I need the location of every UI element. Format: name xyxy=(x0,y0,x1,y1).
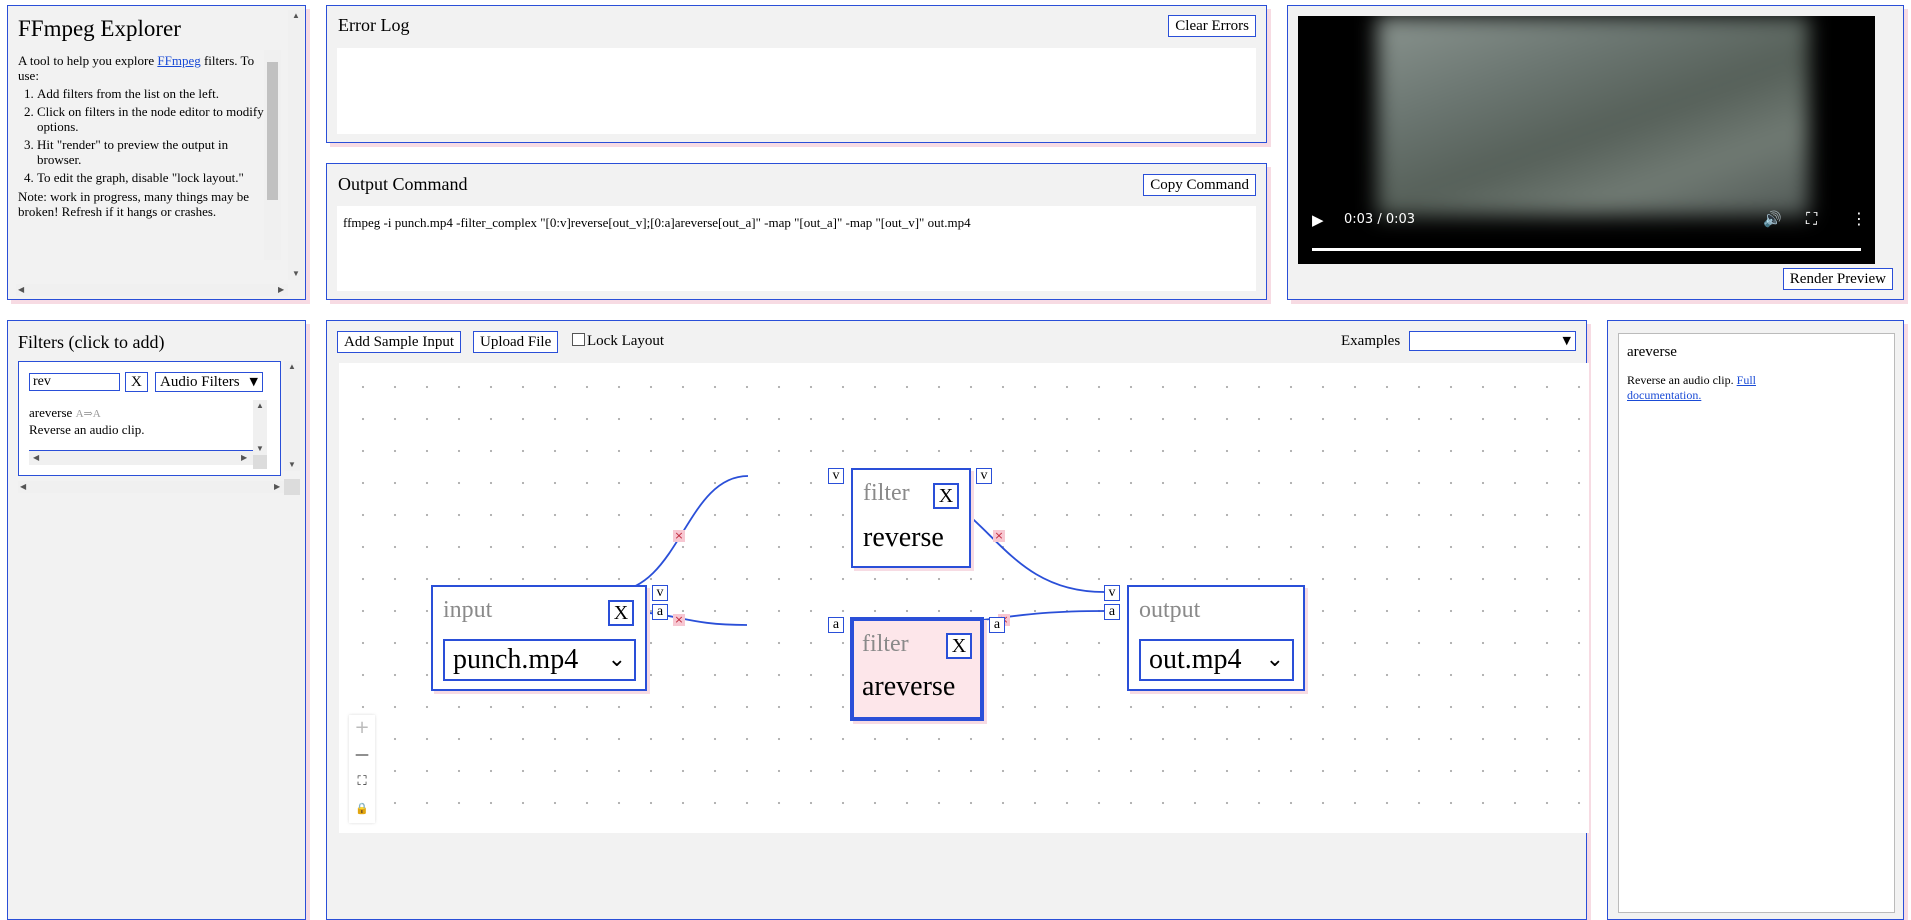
chevron-down-icon: ▼ xyxy=(249,375,258,388)
delete-node-button[interactable]: X xyxy=(933,483,959,509)
node-type-label: input xyxy=(443,597,493,623)
input-port-v[interactable]: v xyxy=(1104,585,1120,601)
node-type-label: filter xyxy=(862,631,909,657)
step-item: Add filters from the list on the left. xyxy=(37,86,273,101)
areverse-filter-node[interactable]: filter X areverse xyxy=(850,617,984,721)
edge-delete-button[interactable]: × xyxy=(993,529,1005,542)
output-port-v[interactable]: v xyxy=(976,468,992,484)
filter-io: A⇒A xyxy=(75,408,101,420)
error-log-panel: Error Log Clear Errors xyxy=(326,5,1267,143)
upload-file-button[interactable]: Upload File xyxy=(473,331,559,353)
intro-note: Note: work in progress, many things may … xyxy=(18,189,250,219)
play-icon[interactable]: ▶ xyxy=(1312,211,1324,229)
output-node[interactable]: output out.mp4 ⌄ xyxy=(1127,585,1305,691)
filters-panel: Filters (click to add) X Audio Filters▼ … xyxy=(7,320,306,920)
render-preview-button[interactable]: Render Preview xyxy=(1782,268,1893,290)
details-panel: areverse Reverse an audio clip. Full doc… xyxy=(1607,320,1904,920)
filter-node-name: areverse xyxy=(862,671,956,702)
output-port-a[interactable]: a xyxy=(989,617,1005,633)
intro-inner-scrollbar[interactable] xyxy=(264,50,281,260)
video-progress-fill xyxy=(1312,248,1861,251)
output-file-select[interactable]: out.mp4 ⌄ xyxy=(1139,639,1294,681)
filter-name: areverse xyxy=(29,405,73,420)
steps-list: Add filters from the list on the left. C… xyxy=(18,86,273,185)
zoom-out-icon[interactable]: — xyxy=(349,742,375,768)
filters-outer-hscroll[interactable]: ◀ ▶ xyxy=(18,481,284,493)
input-port-a[interactable]: a xyxy=(828,617,844,633)
zoom-in-icon[interactable]: + xyxy=(349,715,375,741)
input-port-a[interactable]: a xyxy=(1104,604,1120,620)
app-title: FFmpeg Explorer xyxy=(18,16,181,41)
command-text: ffmpeg -i punch.mp4 -filter_complex "[0:… xyxy=(343,215,971,230)
filters-outer-corner xyxy=(284,479,300,495)
edge-delete-button[interactable]: × xyxy=(673,529,685,542)
video-frame-image xyxy=(1377,16,1809,216)
filter-list-corner xyxy=(253,455,267,469)
filter-category-select[interactable]: Audio Filters▼ xyxy=(155,372,263,392)
lock-layout-label: Lock Layout xyxy=(587,333,665,349)
ffmpeg-link[interactable]: FFmpeg xyxy=(157,53,201,68)
chevron-down-icon: ⌄ xyxy=(1265,647,1284,672)
chevron-down-icon: ▼ xyxy=(1562,334,1571,347)
delete-node-button[interactable]: X xyxy=(608,600,634,626)
input-port-v[interactable]: v xyxy=(828,468,844,484)
video-player[interactable]: ▶ 0:03 / 0:03 🔊 ⛶ ⋮ xyxy=(1298,16,1875,264)
filter-result-item[interactable]: areverse A⇒A Reverse an audio clip. xyxy=(29,405,145,438)
input-node[interactable]: input X punch.mp4 ⌄ xyxy=(431,585,647,691)
output-command-box[interactable]: ffmpeg -i punch.mp4 -filter_complex "[0:… xyxy=(337,206,1256,291)
clear-errors-button[interactable]: Clear Errors xyxy=(1168,15,1256,37)
video-progress-track[interactable] xyxy=(1312,248,1861,251)
node-type-label: filter xyxy=(863,480,910,506)
step-item: Click on filters in the node editor to m… xyxy=(37,104,273,134)
copy-command-button[interactable]: Copy Command xyxy=(1143,174,1256,196)
output-port-v[interactable]: v xyxy=(652,585,668,601)
filter-list-scrollbar[interactable]: ▲ ▼ xyxy=(253,400,267,455)
filters-outer-scrollbar[interactable]: ▲ ▼ xyxy=(284,361,300,471)
filters-list-box: X Audio Filters▼ areverse A⇒A Reverse an… xyxy=(18,361,281,476)
lock-icon[interactable]: 🔒 xyxy=(349,796,375,822)
output-command-title: Output Command xyxy=(338,174,468,194)
full-documentation-link[interactable]: Full documentation. xyxy=(1627,373,1756,402)
volume-icon[interactable]: 🔊 xyxy=(1763,210,1782,228)
fit-view-icon[interactable]: ⛶ xyxy=(349,769,375,795)
lock-layout-toggle[interactable]: Lock Layout xyxy=(572,332,664,350)
intro-text: A tool to help you explore FFmpeg filter… xyxy=(18,53,273,219)
chevron-down-icon: ⌄ xyxy=(607,647,626,672)
filter-list-hscroll[interactable]: ◀ ▶ xyxy=(29,450,253,465)
details-filter-name: areverse xyxy=(1627,344,1677,360)
step-item: Hit "render" to preview the output in br… xyxy=(37,137,273,167)
node-type-label: output xyxy=(1139,597,1201,623)
reverse-filter-node[interactable]: filter X reverse xyxy=(851,468,971,568)
clear-search-button[interactable]: X xyxy=(125,372,148,392)
edge-delete-button[interactable]: × xyxy=(673,613,685,626)
add-sample-input-button[interactable]: Add Sample Input xyxy=(337,331,461,353)
details-description: Reverse an audio clip. Full documentatio… xyxy=(1627,373,1756,402)
fullscreen-icon[interactable]: ⛶ xyxy=(1806,209,1818,228)
intro-outer-scrollbar[interactable]: ▲ ▼ xyxy=(288,10,304,280)
input-file-select[interactable]: punch.mp4 ⌄ xyxy=(443,639,636,681)
intro-panel: FFmpeg Explorer A tool to help you explo… xyxy=(7,5,306,300)
node-editor-canvas[interactable]: × × × × input X punch.mp4 ⌄ v a filter X… xyxy=(339,363,1589,833)
examples-select[interactable]: ▼ xyxy=(1409,331,1576,351)
more-options-icon[interactable]: ⋮ xyxy=(1851,209,1867,228)
intro-horizontal-scrollbar[interactable]: ◀ ▶ xyxy=(16,284,288,296)
output-command-panel: Output Command Copy Command ffmpeg -i pu… xyxy=(326,163,1267,300)
step-item: To edit the graph, disable "lock layout.… xyxy=(37,170,273,185)
video-panel: ▶ 0:03 / 0:03 🔊 ⛶ ⋮ Render Preview xyxy=(1287,5,1904,300)
graph-panel: Add Sample Input Upload File Lock Layout… xyxy=(326,320,1589,920)
details-box: areverse Reverse an audio clip. Full doc… xyxy=(1618,333,1895,913)
error-log-content xyxy=(337,48,1256,134)
filter-node-name: reverse xyxy=(863,522,944,553)
examples-label: Examples xyxy=(1341,333,1401,349)
zoom-controls: + — ⛶ 🔒 xyxy=(349,715,375,823)
lock-layout-checkbox[interactable] xyxy=(572,333,585,346)
filters-title: Filters (click to add) xyxy=(18,332,165,352)
filter-search-input[interactable] xyxy=(29,373,120,391)
error-log-title: Error Log xyxy=(338,15,410,35)
output-port-a[interactable]: a xyxy=(652,604,668,620)
delete-node-button[interactable]: X xyxy=(946,633,972,659)
video-time: 0:03 / 0:03 xyxy=(1344,212,1416,227)
filter-desc: Reverse an audio clip. xyxy=(29,422,145,437)
